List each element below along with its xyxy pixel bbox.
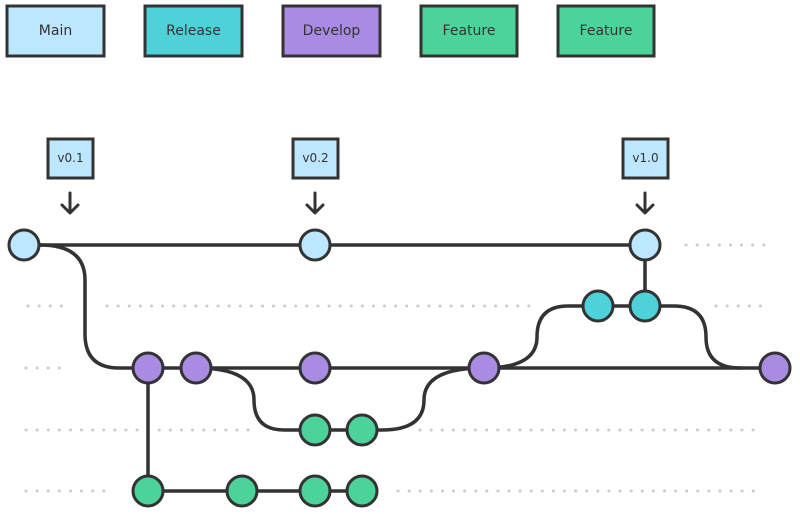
- legend-swatch-main: [5, 4, 106, 58]
- legend-item-release: Release: [143, 4, 244, 58]
- tag-v0-2-label: v0.2: [302, 151, 328, 165]
- legend-item-main: Main: [5, 4, 106, 58]
- commit-develop-1: [131, 351, 165, 385]
- develop-fork-line: [38, 243, 150, 370]
- commit-develop-2: [179, 351, 213, 385]
- legend-swatch-develop: [281, 4, 382, 58]
- tag-v0-2-box: [291, 137, 340, 180]
- commit-release-2: [628, 289, 662, 323]
- commit-release-1: [581, 289, 615, 323]
- arrow-down-icon: [635, 191, 655, 215]
- legend: Main Release Develop Feature Feature: [5, 4, 656, 58]
- legend-label-develop: Develop: [303, 23, 361, 39]
- commit-main-v0-1: [7, 228, 41, 262]
- legend-label-feature-1: Feature: [443, 23, 496, 39]
- legend-item-develop: Develop: [281, 4, 382, 58]
- arrow-down-icon: [305, 191, 325, 215]
- commit-develop-5: [758, 351, 792, 385]
- commit-feature-2-a: [131, 474, 165, 508]
- tags: v0.1 v0.2 v1.0: [46, 137, 670, 215]
- legend-label-main: Main: [39, 23, 72, 39]
- tag-v0-1-label: v0.1: [57, 151, 83, 165]
- commit-main-v1-0: [628, 228, 662, 262]
- commit-develop-4: [467, 351, 501, 385]
- legend-swatch-release: [143, 4, 244, 58]
- tag-v0-1: v0.1: [46, 137, 95, 215]
- commit-feature-2-d: [345, 474, 379, 508]
- tag-v1-0: v1.0: [621, 137, 670, 215]
- legend-swatch-feature-2: [556, 4, 656, 58]
- legend-item-feature-1: Feature: [419, 4, 519, 58]
- legend-label-feature-2: Feature: [580, 23, 633, 39]
- lane-guides: [24, 243, 766, 493]
- commits: [7, 228, 792, 508]
- tag-v0-2: v0.2: [291, 137, 340, 215]
- commit-feature-1-b: [345, 413, 379, 447]
- arrow-down-icon: [60, 191, 80, 215]
- tag-v0-1-box: [46, 137, 95, 180]
- commit-feature-1-a: [298, 413, 332, 447]
- tag-v1-0-box: [621, 137, 670, 180]
- commit-feature-2-c: [298, 474, 332, 508]
- legend-label-release: Release: [166, 23, 221, 39]
- tag-v1-0-label: v1.0: [632, 151, 658, 165]
- release-branch-line: [482, 304, 742, 370]
- feature-branch-1-line: [194, 366, 486, 432]
- commit-main-v0-2: [298, 228, 332, 262]
- legend-item-feature-2: Feature: [556, 4, 656, 58]
- commit-feature-2-b: [225, 474, 259, 508]
- legend-swatch-feature-1: [419, 4, 519, 58]
- commit-develop-3: [298, 351, 332, 385]
